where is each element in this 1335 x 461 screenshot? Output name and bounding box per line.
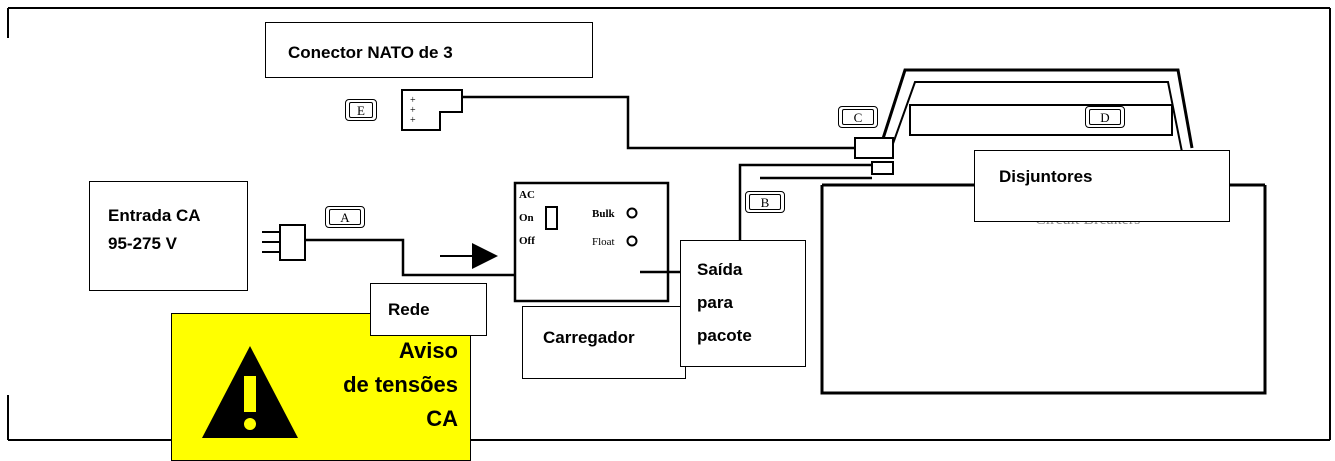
handle-grip bbox=[909, 104, 1173, 136]
charger-label: Carregador bbox=[522, 306, 686, 379]
callout-e: E bbox=[345, 99, 377, 121]
warning-text: Aviso de tensões CA bbox=[343, 338, 458, 431]
float-led bbox=[626, 235, 638, 247]
mains-label: Rede bbox=[370, 283, 487, 336]
callout-a: A bbox=[325, 206, 365, 228]
plug-pin-3: + bbox=[410, 115, 416, 126]
callout-b: B bbox=[745, 191, 785, 213]
flow-arrow-head bbox=[472, 243, 498, 269]
ac-input-label: Entrada CA 95-275 V bbox=[89, 181, 248, 291]
handle-outer bbox=[878, 68, 1194, 149]
charger-switch bbox=[545, 206, 558, 230]
callout-d: D bbox=[1085, 106, 1125, 128]
nato-connector-plug bbox=[401, 89, 463, 131]
charger-bulk-label: Bulk bbox=[592, 208, 616, 220]
charger-on-label: On bbox=[519, 212, 534, 224]
unit-body bbox=[820, 185, 1267, 395]
nato-connector-label: Conector NATO de 3 bbox=[265, 22, 593, 78]
nato-cable bbox=[462, 95, 857, 150]
warning-icon bbox=[202, 346, 298, 438]
ac-cable bbox=[305, 238, 545, 277]
plug-pin-2: + bbox=[410, 105, 416, 116]
handle-inner bbox=[889, 81, 1183, 153]
ac-plug-body bbox=[279, 224, 306, 261]
charger-off-label: Off bbox=[519, 235, 535, 247]
pack-output-label: Saída para pacote bbox=[680, 240, 806, 367]
charger-box bbox=[513, 181, 670, 303]
ac-voltage-warning: Aviso de tensões CA bbox=[171, 313, 471, 461]
plug-pin-1: + bbox=[410, 95, 416, 106]
connector-c-upper bbox=[854, 137, 894, 159]
charger-float-label: Float bbox=[592, 236, 615, 248]
charger-ac-label: AC bbox=[519, 189, 535, 201]
callout-c: C bbox=[838, 106, 878, 128]
connector-c-lower bbox=[871, 161, 894, 175]
breakers-label: Disjuntores bbox=[974, 150, 1230, 222]
bulk-led bbox=[626, 207, 638, 219]
